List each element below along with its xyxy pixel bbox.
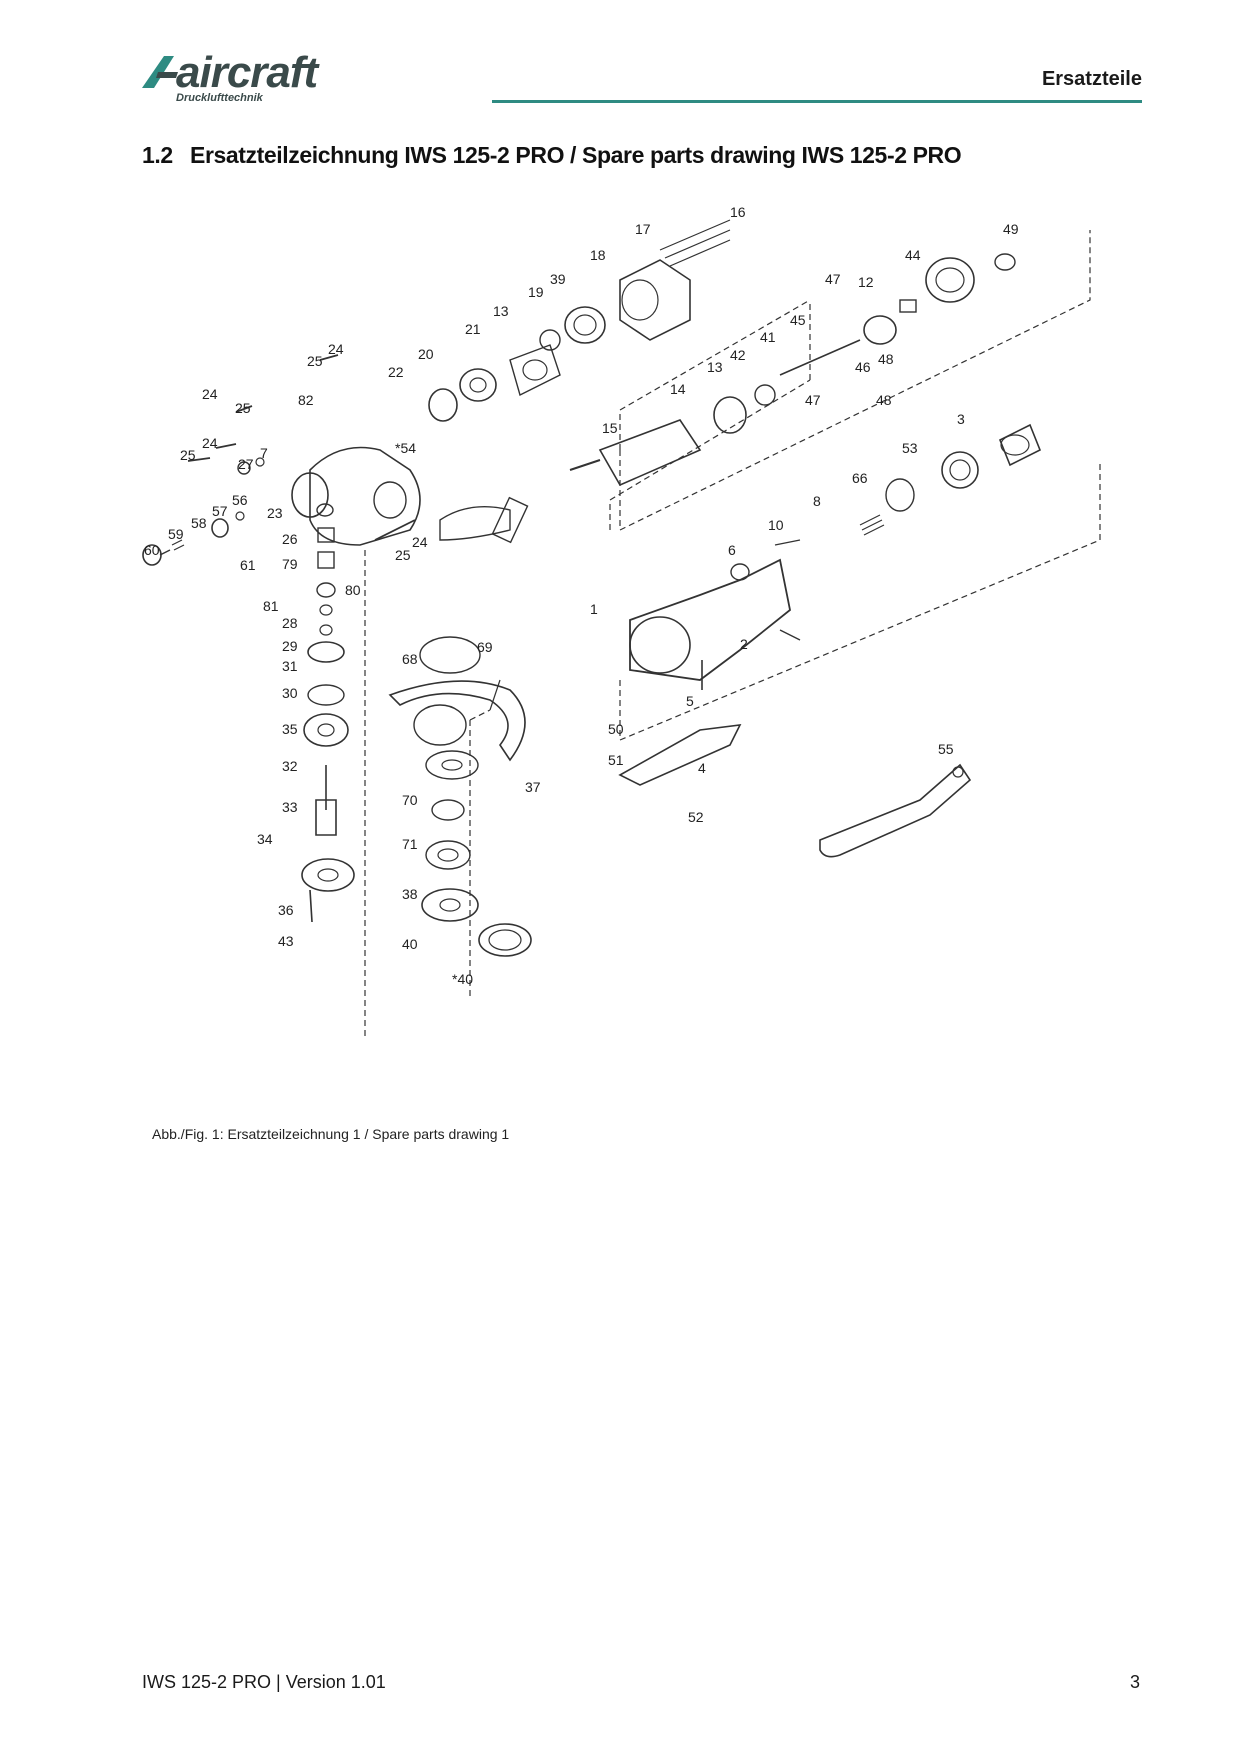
logo-mark-icon [142,56,178,88]
part-label: 25 [307,353,323,369]
part-label: 25 [235,400,251,416]
part-label: 21 [465,321,481,337]
part-label: 42 [730,347,746,363]
part-label: 40 [402,936,418,952]
part-label: 10 [768,517,784,533]
part-label: 18 [590,247,606,263]
part-label: 60 [144,542,160,558]
figure-caption: Abb./Fig. 1: Ersatzteilzeichnung 1 / Spa… [152,1126,510,1142]
page-heading: 1.2 Ersatzteilzeichnung IWS 125-2 PRO / S… [142,142,962,169]
part-label: 23 [267,505,283,521]
part-label: 79 [282,556,298,572]
part-label: 36 [278,902,294,918]
part-label: 47 [805,392,821,408]
part-label: 14 [670,381,686,397]
part-label: 80 [345,582,361,598]
part-label: 71 [402,836,418,852]
part-label: 46 [855,359,871,375]
part-label: 45 [790,312,806,328]
part-label: 52 [688,809,704,825]
part-label: *54 [395,440,416,456]
part-label: 4 [698,760,706,776]
part-label: 58 [191,515,207,531]
part-label: 61 [240,557,256,573]
footer-page-number: 3 [1129,1672,1140,1692]
section-label: Ersatzteile [1041,68,1142,90]
part-label: 25 [180,447,196,463]
part-label: 59 [168,526,184,542]
logo-wordmark: aircraft [176,48,318,97]
header-rule [492,100,1142,103]
part-label: 25 [395,547,411,563]
part-label: 13 [707,359,723,375]
part-label: 35 [282,721,298,737]
part-label: 29 [282,638,298,654]
heading-number: 1.2 [142,142,173,168]
part-label: 82 [298,392,314,408]
part-label: 47 [825,271,841,287]
part-label: 33 [282,799,298,815]
part-label: 69 [477,639,493,655]
part-label: 19 [528,284,544,300]
part-label: 81 [263,598,279,614]
part-label: 51 [608,752,624,768]
part-label: 56 [232,492,248,508]
part-label: 16 [730,204,746,220]
part-label: 43 [278,933,294,949]
part-label: 66 [852,470,868,486]
aircraft-logo: aircraft Drucklufttechnik [140,48,370,108]
part-label: 50 [608,721,624,737]
part-label: 32 [282,758,298,774]
part-label: 68 [402,651,418,667]
part-label: 41 [760,329,776,345]
part-label: 49 [1003,221,1019,237]
part-label: 39 [550,271,566,287]
part-label: 38 [402,886,418,902]
part-label: 55 [938,741,954,757]
drawing-linework [142,219,1101,1040]
part-label: 6 [728,542,736,558]
part-label: 30 [282,685,298,701]
part-label: 3 [957,411,965,427]
part-label: 12 [858,274,874,290]
part-label: 15 [602,420,618,436]
heading-title: Ersatzteilzeichnung IWS 125-2 PRO / Spar… [190,142,962,168]
part-label: 1 [590,601,598,617]
part-label: 24 [412,534,428,550]
part-label: 17 [635,221,651,237]
part-label: *40 [452,971,473,987]
part-label: 22 [388,364,404,380]
part-label: 5 [686,693,694,709]
logo-subtext: Drucklufttechnik [176,92,263,104]
part-label: 13 [493,303,509,319]
part-label: 24 [328,341,344,357]
part-label: 27 [238,456,254,472]
part-label: 48 [878,351,894,367]
part-label: 44 [905,247,921,263]
part-label: 8 [813,493,821,509]
part-label: 48 [876,392,892,408]
footer-document: IWS 125-2 PRO | Version 1.01 [142,1672,386,1692]
part-label: 53 [902,440,918,456]
part-label: 34 [257,831,273,847]
part-label: 28 [282,615,298,631]
part-label: 31 [282,658,298,674]
part-label: 24 [202,435,218,451]
part-label: 26 [282,531,298,547]
part-label: 37 [525,779,541,795]
part-label: 7 [260,445,268,461]
part-label: 20 [418,346,434,362]
part-label: 24 [202,386,218,402]
part-label: 57 [212,503,228,519]
part-label: 70 [402,792,418,808]
drawing-canvas: 1617491844471239191321414524202522421346… [142,204,1101,1040]
part-label: 2 [740,636,748,652]
